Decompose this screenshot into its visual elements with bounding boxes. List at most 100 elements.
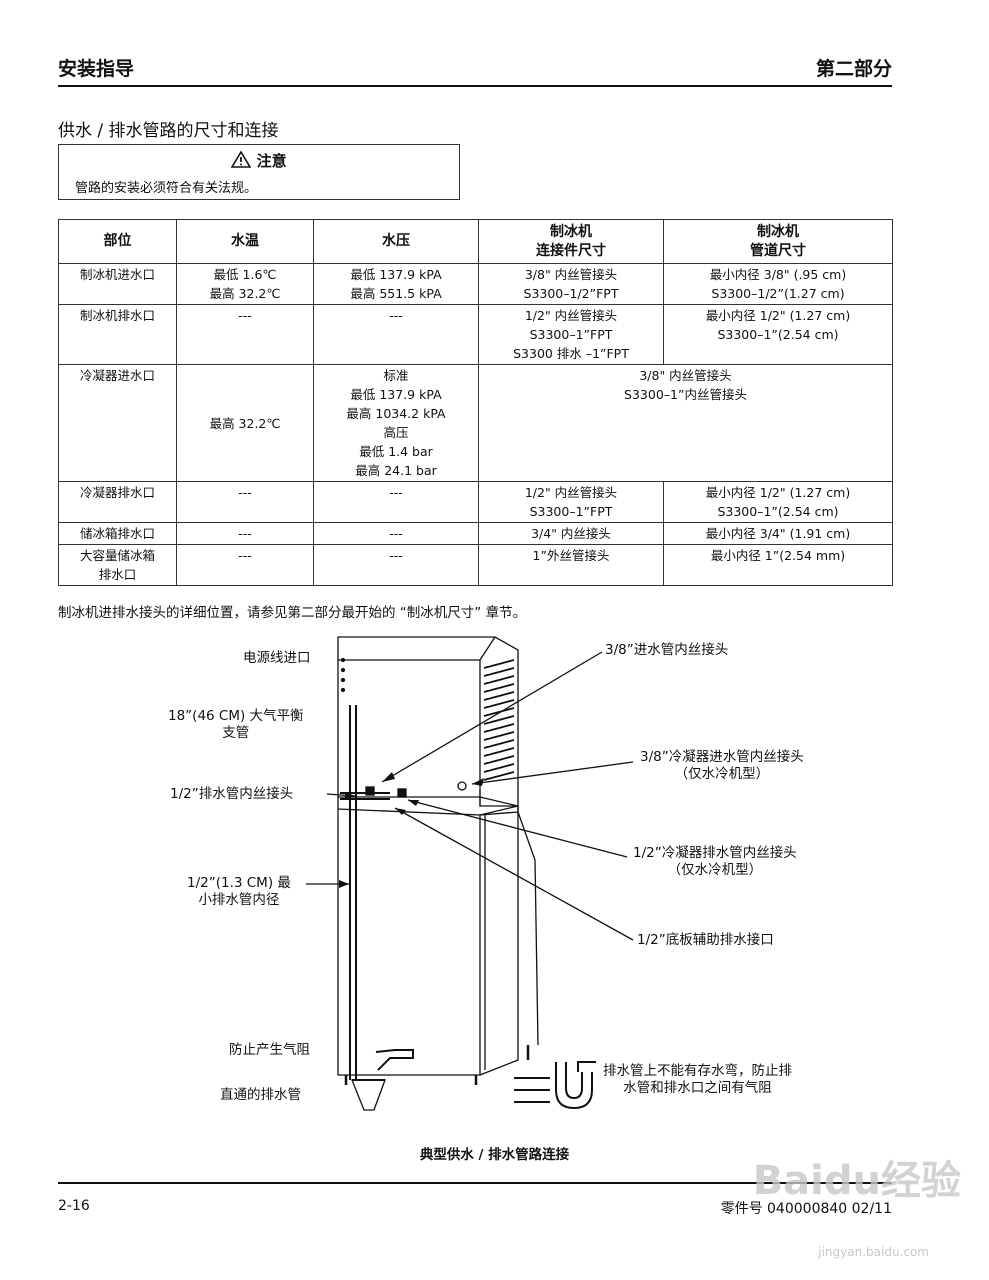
caution-title: 注意 (256, 152, 287, 170)
caution-text: 管路的安装必须符合有关法规。 (75, 181, 258, 196)
caution-box: 注意 管路的安装必须符合有关法规。 (58, 144, 460, 200)
cell-temp: --- (176, 544, 314, 586)
cell-location-line: 大容量储冰箱 (79, 548, 155, 563)
cell-pressure-line: --- (389, 526, 403, 541)
cell-tubing: 最小内径 3/8" (.95 cm) S3300–1/2”(1.27 cm) (663, 263, 893, 305)
cell-fitting-line: 1”外丝管接头 (532, 548, 610, 563)
cell-location-line: 排水口 (98, 567, 137, 582)
cell-pressure-line: --- (389, 308, 403, 323)
cell-temp: 最低 1.6℃ 最高 32.2℃ (176, 263, 314, 305)
col-header-fitting: 制冰机连接件尺寸 (478, 219, 664, 264)
cell-pressure-line: 最高 1034.2 kPA (346, 406, 446, 421)
cell-temp-line: 最高 32.2℃ (209, 415, 281, 431)
cell-pressure-line: 最低 137.9 kPA (350, 387, 442, 402)
cell-pressure-line: 最高 551.5 kPA (350, 286, 442, 301)
cell-temp-line: --- (238, 526, 252, 541)
table-row: 储冰箱排水口 --- --- 3/4" 内丝接头 最小内径 3/4" (1.91 cm) (58, 522, 893, 545)
cell-fitting: 3/8" 内丝管接头 S3300–1/2”FPT (478, 263, 664, 305)
cell-pressure: --- (313, 544, 479, 586)
cell-tubing: 最小内径 1”(2.54 mm) (663, 544, 893, 586)
cell-fitting-line: S3300 排水 –1”FPT (513, 346, 629, 361)
note-text: 制冰机进排水接头的详细位置，请参见第二部分最开始的 “制冰机尺寸” 章节。 (58, 605, 527, 621)
cell-pressure-line: 标准 (383, 368, 409, 383)
cell-tubing-line: 最小内径 3/8" (.95 cm) (709, 267, 847, 282)
cell-pressure-line: 最高 24.1 bar (355, 463, 437, 478)
cell-temp-line: --- (238, 308, 252, 323)
watermark-logo: Baidu经验 (752, 1158, 961, 1204)
watermark-url: jingyan.baidu.com (818, 1245, 929, 1259)
label-condenser-drain: 1/2”冷凝器排水管内丝接头（仅水冷机型） (633, 845, 797, 878)
cell-tubing-line: S3300–1”(2.54 cm) (717, 327, 839, 342)
part-number: 零件号 040000840 02/11 (720, 1201, 892, 1217)
section-title: 供水 / 排水管路的尺寸和连接 (58, 121, 279, 141)
cell-fitting-line: 1/2" 内丝管接头 (524, 308, 618, 323)
cell-connection-line: S3300–1”内丝管接头 (624, 387, 747, 402)
label-no-trap: 排水管上不能有存水弯，防止排水管和排水口之间有气阻 (603, 1063, 792, 1096)
cell-fitting-line: 3/4" 内丝接头 (531, 526, 611, 541)
label-air-gap: 防止产生气阻 (229, 1042, 310, 1058)
label-straight-drain: 直通的排水管 (220, 1087, 301, 1103)
cell-fitting: 1/2" 内丝管接头 S3300–1”FPT S3300 排水 –1”FPT (478, 304, 664, 365)
label-min-drain-id: 1/2”(1.3 CM) 最小排水管内径 (187, 875, 291, 908)
cell-pressure-line: --- (389, 485, 403, 500)
table-row: 制冰机进水口 最低 1.6℃ 最高 32.2℃ 最低 137.9 kPA 最高 551.… (58, 263, 893, 305)
cell-connection-line: 3/8" 内丝管接头 (639, 368, 732, 383)
cell-temp-line: --- (238, 485, 252, 500)
cell-fitting-line: 3/8" 内丝管接头 (524, 267, 618, 282)
cell-pressure: --- (313, 481, 479, 523)
warning-icon (230, 150, 252, 168)
cell-fitting-line: S3300–1”FPT (529, 504, 613, 519)
header-left: 安装指导 (58, 58, 135, 80)
cell-fitting-line: 1/2" 内丝管接头 (524, 485, 618, 500)
table-row: 冷凝器进水口 最高 32.2℃ 标准最低 137.9 kPA 最高 1034.2 kP… (58, 364, 893, 482)
label-power-inlet: 电源线进口 (243, 650, 311, 666)
cell-location: 储冰箱排水口 (58, 522, 177, 545)
cell-temp-line: 最高 32.2℃ (209, 286, 281, 301)
label-drain-fitting: 1/2”排水管内丝接头 (170, 786, 294, 802)
label-condenser-inlet: 3/8”冷凝器进水管内丝接头（仅水冷机型） (640, 749, 804, 782)
footer-rule (58, 1182, 892, 1184)
cell-location: 冷凝器排水口 (58, 481, 177, 523)
cell-location: 冷凝器进水口 (58, 364, 177, 482)
cell-temp: --- (176, 481, 314, 523)
cell-tubing-line: S3300–1/2”(1.27 cm) (711, 286, 845, 301)
cell-tubing-line: 最小内径 1/2" (1.27 cm) (705, 485, 851, 500)
cell-location: 制冰机进水口 (58, 263, 177, 305)
cell-fitting-line: S3300–1”FPT (529, 327, 613, 342)
cell-temp-line: 最低 1.6℃ (213, 267, 277, 282)
cell-fitting-line: S3300–1/2”FPT (523, 286, 619, 301)
cell-tubing-line: S3300–1”(2.54 cm) (717, 504, 839, 519)
cell-tubing-line: 最小内径 1”(2.54 mm) (710, 548, 846, 563)
table-row: 大容量储冰箱排水口 --- --- 1”外丝管接头 最小内径 1”(2.54 mm) (58, 544, 893, 586)
label-base-drain: 1/2”底板辅助排水接口 (637, 932, 774, 948)
caution-title-row: 注意 (59, 150, 459, 171)
cell-pressure: --- (313, 522, 479, 545)
cell-location: 大容量储冰箱排水口 (58, 544, 177, 586)
page-number: 2-16 (58, 1198, 90, 1214)
cell-tubing: 最小内径 1/2" (1.27 cm) S3300–1”(2.54 cm) (663, 481, 893, 523)
cell-pressure-line: --- (389, 548, 403, 563)
cell-fitting: 1”外丝管接头 (478, 544, 664, 586)
cell-pressure-line: 高压 (383, 425, 409, 440)
diagram-caption: 典型供水 / 排水管路连接 (419, 1147, 570, 1163)
label-vent-pipe: 18”(46 CM) 大气平衡支管 (168, 708, 304, 741)
cell-pressure-line: 最低 137.9 kPA (350, 267, 442, 282)
plumbing-diagram (306, 636, 634, 1111)
table-row: 冷凝器排水口 --- --- 1/2" 内丝管接头 S3300–1”FPT 最小内径 1/… (58, 481, 893, 523)
col-header-location: 部位 (58, 219, 177, 264)
cell-tubing: 最小内径 3/4" (1.91 cm) (663, 522, 893, 545)
cell-connection: 3/8" 内丝管接头 S3300–1”内丝管接头 (478, 364, 893, 482)
col-header-pressure: 水压 (313, 219, 479, 264)
cell-temp-line: --- (238, 548, 252, 563)
col-header-tubing: 制冰机管道尺寸 (663, 219, 893, 264)
cell-fitting: 3/4" 内丝接头 (478, 522, 664, 545)
cell-tubing-line: 最小内径 1/2" (1.27 cm) (705, 308, 851, 323)
cell-tubing-line: 最小内径 3/4" (1.91 cm) (705, 526, 851, 541)
header-rule (58, 85, 892, 87)
cell-temp: 最高 32.2℃ (176, 364, 314, 482)
cell-temp: --- (176, 304, 314, 365)
header-right: 第二部分 (815, 58, 892, 80)
